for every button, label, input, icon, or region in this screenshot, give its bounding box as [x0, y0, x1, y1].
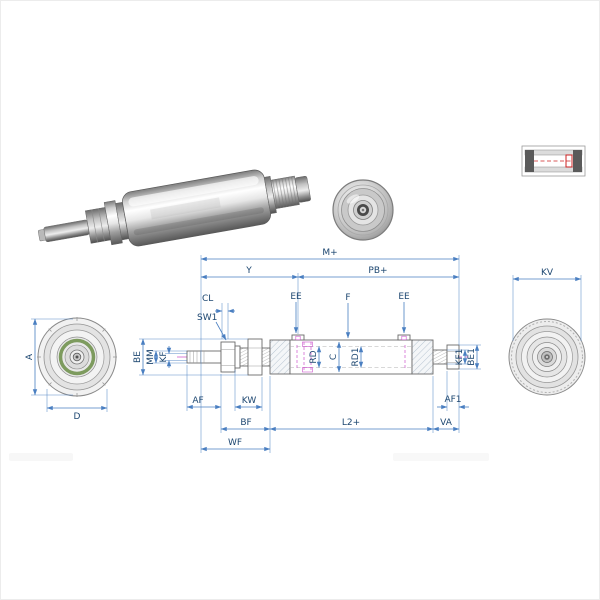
- rod-thread-ticks: [189, 351, 205, 363]
- green-retaining-ring: [58, 338, 96, 376]
- dim-label-l2: L2+: [342, 418, 360, 428]
- cylinder-photo: [37, 169, 311, 247]
- cylinder-tube: [289, 339, 413, 375]
- dim-label-be: BE: [133, 351, 143, 363]
- rod-hex-nut: [220, 341, 236, 373]
- dim-label-kv: KV: [541, 268, 554, 278]
- symbol-right-cap: [573, 150, 582, 172]
- piston-seal-bottom: [302, 367, 313, 373]
- dim-label-f: F: [345, 293, 350, 303]
- dim-label-rd1: RD1: [351, 348, 361, 367]
- dim-label-y: Y: [245, 266, 252, 276]
- port-rear: [397, 334, 411, 341]
- watermark-smudges: [9, 453, 489, 461]
- dim-label-kf: KF: [159, 351, 169, 362]
- dim-label-bf: BF: [240, 418, 251, 428]
- dim-label-wf: WF: [228, 438, 242, 448]
- mounting-nut: [247, 338, 263, 376]
- dim-label-cl: CL: [202, 294, 213, 304]
- front-view-left: [37, 317, 117, 397]
- dim-label-af: AF: [192, 396, 203, 406]
- dim-label-pb: PB+: [368, 266, 387, 276]
- dim-label-c: C: [329, 354, 339, 360]
- rear-view-right: [508, 318, 586, 396]
- symbol-seal-marker: [565, 154, 573, 168]
- port-front: [291, 334, 305, 341]
- photo-piston-rod: [43, 219, 90, 243]
- symbol-left-cap: [525, 150, 534, 172]
- dim-label-kf1: KF1: [455, 349, 465, 366]
- rear-stud-thread: [432, 349, 448, 365]
- dimension-lines: [32, 256, 582, 452]
- piston-seal-top: [302, 341, 313, 347]
- front-face-photo: [332, 179, 394, 241]
- dim-label-d: D: [74, 412, 81, 422]
- section-symbol: [521, 145, 586, 177]
- rear-hex: [446, 344, 460, 370]
- dim-label-mm: MM: [146, 349, 156, 365]
- side-section-view: [177, 334, 471, 376]
- dim-label-be1: BE1: [467, 348, 477, 366]
- dim-label-a: A: [25, 353, 35, 360]
- rear-end-cap: [411, 339, 434, 375]
- dim-label-va: VA: [440, 418, 453, 428]
- dim-label-af1: AF1: [444, 395, 461, 405]
- dim-label-m: M+: [322, 248, 337, 258]
- dimension-labels: M+ Y PB+ KV CL SW1 EE F EE A D BE MM KF …: [25, 248, 554, 448]
- washer: [234, 345, 241, 369]
- dim-label-rd: RD: [309, 350, 319, 363]
- dim-label-kw: KW: [242, 396, 257, 406]
- dim-label-ee-right: EE: [398, 292, 410, 302]
- dim-label-ee-left: EE: [290, 292, 302, 302]
- dim-label-sw1: SW1: [197, 313, 217, 323]
- leader-sw1: [215, 321, 227, 341]
- front-view-notches: [37, 317, 117, 397]
- photo-rear-hex: [294, 175, 311, 203]
- front-end-cap: [269, 339, 291, 375]
